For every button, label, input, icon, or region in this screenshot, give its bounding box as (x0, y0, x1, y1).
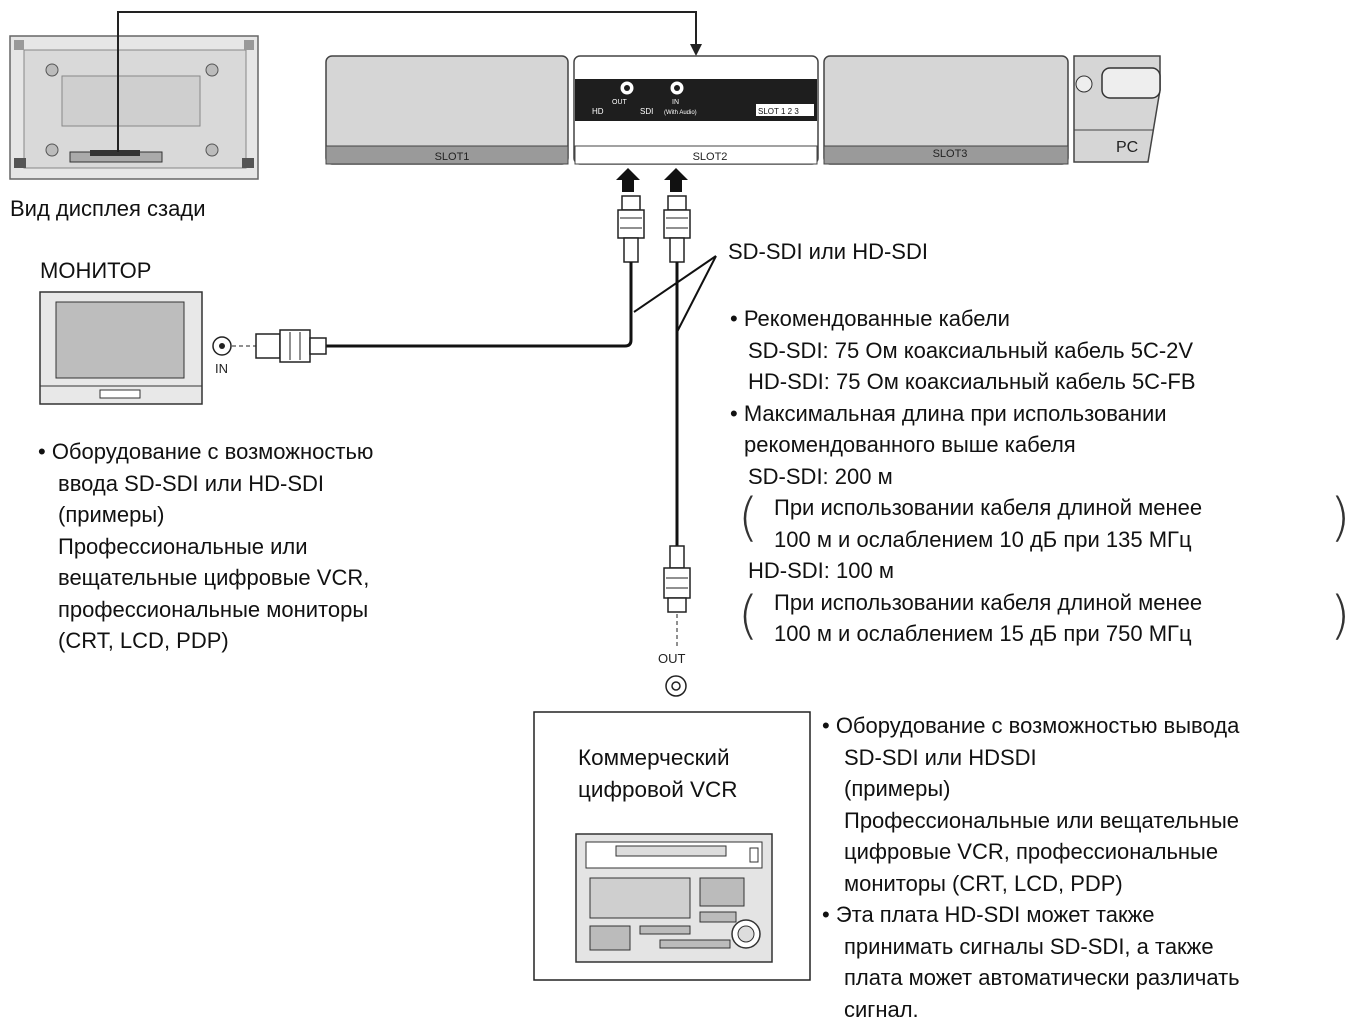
card-with-audio: (With Audio) (664, 110, 697, 116)
pc-label: PC (1116, 139, 1138, 156)
vcr-title-line: цифровой VCR (578, 774, 738, 806)
output-note: (примеры) (822, 773, 1240, 805)
output-note: • Оборудование с возможностью вывода (822, 710, 1240, 742)
input-note: (примеры) (38, 499, 373, 531)
spec-note: HD-SDI: 75 Ом коаксиальный кабель 5C-FB (730, 366, 1202, 398)
output-note: мониторы (CRT, LCD, PDP) (822, 868, 1240, 900)
vcr-out-port-icon (666, 676, 686, 696)
up-arrow-icon (616, 168, 640, 192)
input-note: профессиональные мониторы (38, 594, 373, 626)
vcr-title: Коммерческий цифровой VCR (578, 742, 738, 806)
bnc-connector-icon (618, 196, 644, 262)
display-rear-view (10, 36, 258, 179)
slot1-label: SLOT1 (435, 151, 470, 163)
output-equipment-notes: • Оборудование с возможностью вывода SD-… (822, 710, 1240, 1025)
vcr-device-icon (576, 834, 772, 962)
cable-to-monitor (326, 262, 631, 346)
monitor-port-label: IN (215, 361, 228, 376)
output-note: принимать сигналы SD-SDI, а также (822, 931, 1240, 963)
spec-note: SD-SDI: 200 м (730, 461, 1202, 493)
spec-note: При использовании кабеля длиной менее (730, 587, 1202, 619)
slot1-panel (326, 56, 568, 164)
input-equipment-notes: • Оборудование с возможностью ввода SD-S… (38, 436, 373, 657)
bracket-open: ( (738, 590, 758, 642)
bnc-connector-icon (664, 546, 690, 646)
vcr-title-line: Коммерческий (578, 742, 738, 774)
spec-note: • Максимальная длина при использовании (730, 398, 1202, 430)
bracket-close: ) (1330, 492, 1348, 544)
cable-label-pointer (677, 256, 716, 332)
output-note: SD-SDI или HDSDI (822, 742, 1240, 774)
slot3-label: SLOT3 (933, 148, 968, 160)
spec-note: 100 м и ослаблением 10 дБ при 135 МГц (730, 524, 1202, 556)
spec-note: • Рекомендованные кабели (730, 303, 1202, 335)
cable-label-pointer (634, 256, 716, 312)
input-note: (CRT, LCD, PDP) (38, 625, 373, 657)
bnc-connector-icon (664, 196, 690, 262)
output-note: • Эта плата HD-SDI может также (822, 899, 1240, 931)
output-note: сигнал. (822, 994, 1240, 1025)
rear-view-caption: Вид дисплея сзади (10, 193, 206, 225)
input-note: • Оборудование с возможностью (38, 436, 373, 468)
slot2-label: SLOT2 (693, 151, 728, 163)
spec-note: 100 м и ослаблением 15 дБ при 750 МГц (730, 618, 1202, 650)
spec-note: SD-SDI: 75 Ом коаксиальный кабель 5C-2V (730, 335, 1202, 367)
spec-note: HD-SDI: 100 м (730, 555, 1202, 587)
bracket-open: ( (738, 492, 758, 544)
up-arrow-icon (664, 168, 688, 192)
monitor-title: МОНИТОР (40, 255, 151, 287)
card-out-label: OUT (612, 99, 628, 106)
input-note: Профессиональные или (38, 531, 373, 563)
card-slot-badge: SLOT 1 2 3 (758, 107, 799, 116)
bracket-close: ) (1330, 590, 1348, 642)
card-in-label: IN (672, 99, 679, 106)
card-sdi-label: SDI (640, 107, 653, 116)
input-note: вещательные цифровые VCR, (38, 562, 373, 594)
slot-pointer-arrow (690, 44, 702, 56)
spec-note: При использовании кабеля длиной менее (730, 492, 1202, 524)
vcr-out-label: OUT (658, 651, 686, 666)
output-note: Профессиональные или вещательные (822, 805, 1240, 837)
spec-notes: • Рекомендованные кабели SD-SDI: 75 Ом к… (730, 303, 1202, 650)
input-note: ввода SD-SDI или HD-SDI (38, 468, 373, 500)
monitor-icon (40, 292, 202, 404)
output-note: цифровые VCR, профессиональные (822, 836, 1240, 868)
monitor-in-port-icon (213, 337, 256, 355)
output-note: плата может автоматически различать (822, 962, 1240, 994)
cable-label: SD-SDI или HD-SDI (728, 236, 928, 268)
bnc-connector-icon (256, 330, 326, 362)
spec-note: рекомендованного выше кабеля (730, 429, 1202, 461)
card-hd-label: HD (592, 107, 604, 116)
